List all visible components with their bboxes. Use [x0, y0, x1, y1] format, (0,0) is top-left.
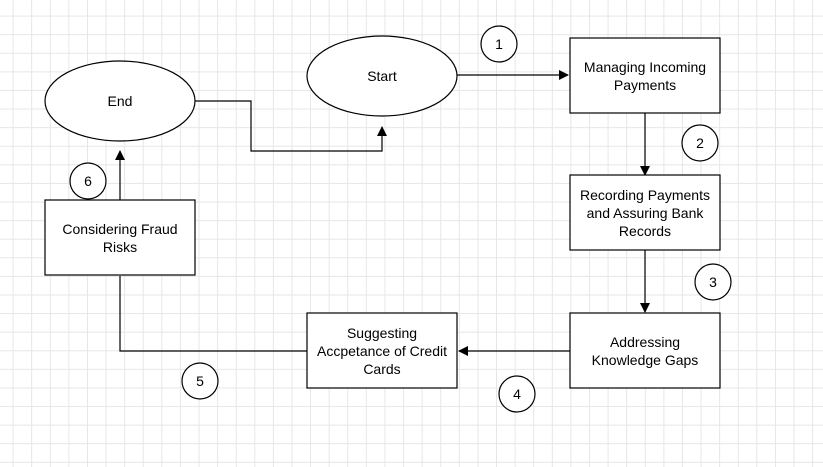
start-label: Start [367, 68, 397, 84]
step-number-2: 2 [696, 135, 704, 151]
step-number-3: 3 [709, 274, 717, 290]
step-circle-1 [480, 25, 518, 63]
connector-suggesting-to-considering [119, 276, 307, 352]
connector-end-to-start [194, 100, 387, 152]
suggesting-credit-cards-box[interactable] [306, 312, 458, 389]
end-label: End [107, 93, 133, 109]
step-number-1: 1 [495, 36, 503, 52]
considering-fraud-label: Considering Fraud Risks [62, 220, 178, 255]
recording-payments-label: Recording Payments and Assuring Bank Rec… [580, 186, 710, 239]
step-circle-6 [69, 162, 107, 200]
addressing-gaps-label: Addressing Knowledge Gaps [591, 333, 699, 368]
step-circle-3 [694, 263, 732, 301]
suggesting-credit-cards-label: Suggesting Accpetance of Credit Cards [317, 324, 447, 377]
considering-fraud-box[interactable] [44, 199, 196, 276]
step-number-4: 4 [513, 386, 521, 402]
step-number-6: 6 [84, 173, 92, 189]
step-circle-2 [681, 124, 719, 162]
managing-payments-label: Managing Incoming Payments [583, 58, 707, 93]
end-node[interactable] [44, 60, 196, 142]
addressing-gaps-box[interactable] [569, 312, 721, 389]
recording-payments-box[interactable] [569, 174, 721, 251]
step-circle-4 [498, 375, 536, 413]
managing-payments-box[interactable] [569, 37, 721, 114]
step-circle-5 [181, 362, 219, 400]
start-node[interactable] [306, 35, 458, 117]
step-number-5: 5 [196, 373, 204, 389]
